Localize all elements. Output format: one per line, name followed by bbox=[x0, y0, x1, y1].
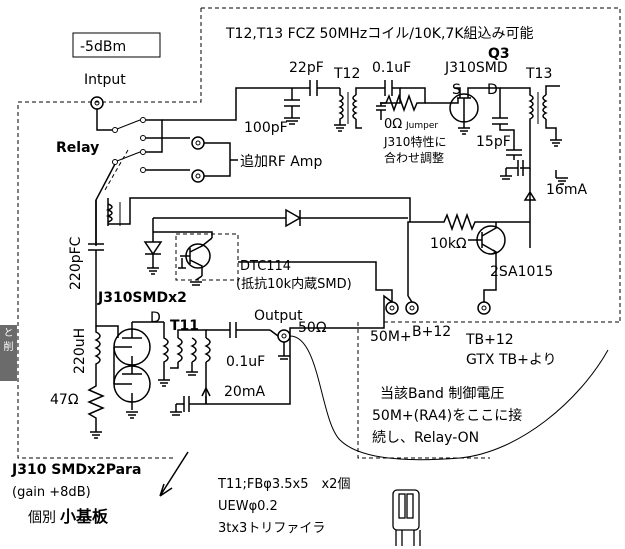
output-label: Output bbox=[254, 308, 303, 324]
t11-sketch-icon bbox=[392, 489, 421, 546]
board-label-2: 小基板 bbox=[60, 507, 109, 526]
jumper-cap-icon bbox=[376, 103, 386, 120]
level-text: -5dBm bbox=[80, 39, 126, 55]
r10k-label: 10kΩ bbox=[430, 236, 467, 252]
i20ma-label: 20mA bbox=[224, 384, 265, 400]
ra4-label-2: 続し、Relay-ON bbox=[372, 429, 479, 446]
j310-pair-icon bbox=[113, 321, 164, 410]
t13-transformer-icon bbox=[500, 85, 562, 148]
conn-tb12-icon bbox=[477, 301, 491, 315]
board-outline bbox=[17, 7, 621, 459]
diode-top-icon bbox=[285, 208, 302, 228]
j310-adjust-2: 合わせ調整 bbox=[384, 150, 444, 165]
c220pfc-label: 220pFC bbox=[68, 236, 84, 290]
b12-label-1: 50M+ bbox=[370, 329, 412, 345]
zero-ohm-label: 0Ω bbox=[384, 117, 402, 132]
conn-50m-icon bbox=[385, 301, 399, 315]
j310-transistor-icon bbox=[449, 87, 501, 135]
jumper-resistor-icon bbox=[380, 87, 426, 113]
t11-label: T11 bbox=[170, 318, 199, 334]
tb12-label: TB+12 bbox=[465, 332, 514, 348]
rf-amp-jack-top-icon bbox=[191, 136, 205, 150]
r50-label: 50Ω bbox=[298, 320, 327, 336]
band-ctrl-label: 当該Band 制御電圧 bbox=[380, 386, 504, 402]
b12-label-2: B+12 bbox=[412, 324, 451, 340]
r47-label: 47Ω bbox=[50, 392, 79, 408]
t12-label: T12 bbox=[333, 66, 360, 82]
j310smd-label: J310SMD bbox=[444, 60, 508, 76]
cap-20ma-icon bbox=[170, 396, 206, 416]
t11-spec-3: 3tx3トリファイラ bbox=[218, 521, 325, 536]
j310para-label: J310 SMDx2Para bbox=[11, 462, 141, 478]
relay-label: Relay bbox=[56, 140, 99, 156]
r47-icon bbox=[87, 380, 105, 428]
dtc114-box bbox=[175, 233, 239, 281]
rf-amp-jack-bottom-icon bbox=[191, 169, 205, 183]
gain-label: (gain +8dB) bbox=[12, 485, 91, 500]
inductor-220uh-icon bbox=[94, 326, 101, 380]
c01u-top-label: 0.1uF bbox=[372, 60, 411, 76]
i16ma-label: 16mA bbox=[546, 182, 587, 198]
sa1015-transistor-icon bbox=[476, 222, 506, 262]
relay-switch-icon bbox=[104, 117, 146, 191]
relay-coil-icon bbox=[105, 198, 131, 226]
dtc114-transistor-icon bbox=[178, 237, 213, 276]
level-box bbox=[72, 32, 161, 58]
input-connector-icon bbox=[90, 96, 104, 110]
ra4-label-1: 50M+(RA4)をここに接 bbox=[372, 407, 522, 424]
t11-spec-2: UEWφ0.2 bbox=[218, 499, 278, 514]
l220u-label: 220uH bbox=[72, 328, 88, 374]
c100p-label: 100pF bbox=[244, 120, 288, 136]
output-connector-icon bbox=[277, 329, 291, 343]
t11-transformer-icon bbox=[158, 322, 211, 404]
sa1015-label: 2SA1015 bbox=[490, 264, 553, 280]
cap-100p-icon bbox=[284, 99, 300, 125]
control-area-outline bbox=[357, 322, 490, 459]
t12-t13-note: T12,T13 FCZ 50MHzコイル/10K,7K組込み可能 bbox=[225, 26, 534, 42]
j310-adjust-1: J310特性に bbox=[383, 134, 446, 149]
t11-spec-1: T11;FBφ3.5x5 x2個 bbox=[217, 477, 350, 492]
r10k-icon bbox=[430, 212, 496, 232]
conn-b12-icon bbox=[405, 301, 419, 315]
rf-amp-label: 追加RF Amp bbox=[240, 154, 322, 170]
side-tab[interactable]: と 削 bbox=[0, 325, 17, 381]
t12-transformer-icon bbox=[334, 87, 378, 132]
input-label: Intput bbox=[84, 72, 126, 88]
board-label-1: 個別 bbox=[28, 510, 56, 526]
j310x2-label: J310SMDx2 bbox=[97, 290, 187, 306]
c15p-label: 15pF bbox=[476, 134, 511, 150]
t13-label: T13 bbox=[525, 66, 552, 82]
dtc114-note: (抵抗10k内蔵SMD) bbox=[236, 276, 352, 292]
q3-label: Q3 bbox=[488, 46, 510, 62]
d-top-label: D bbox=[487, 82, 498, 98]
c22p-label: 22pF bbox=[289, 60, 324, 76]
d-left-label: D bbox=[150, 310, 161, 326]
gtx-label: GTX TB+より bbox=[466, 352, 557, 368]
dtc114-label: DTC114 bbox=[240, 259, 291, 274]
jumper-label: Jumper bbox=[405, 121, 438, 131]
c01u-bot-label: 0.1uF bbox=[226, 354, 265, 370]
s-label: S bbox=[452, 82, 461, 98]
decoupling-cap-icon bbox=[500, 160, 524, 180]
